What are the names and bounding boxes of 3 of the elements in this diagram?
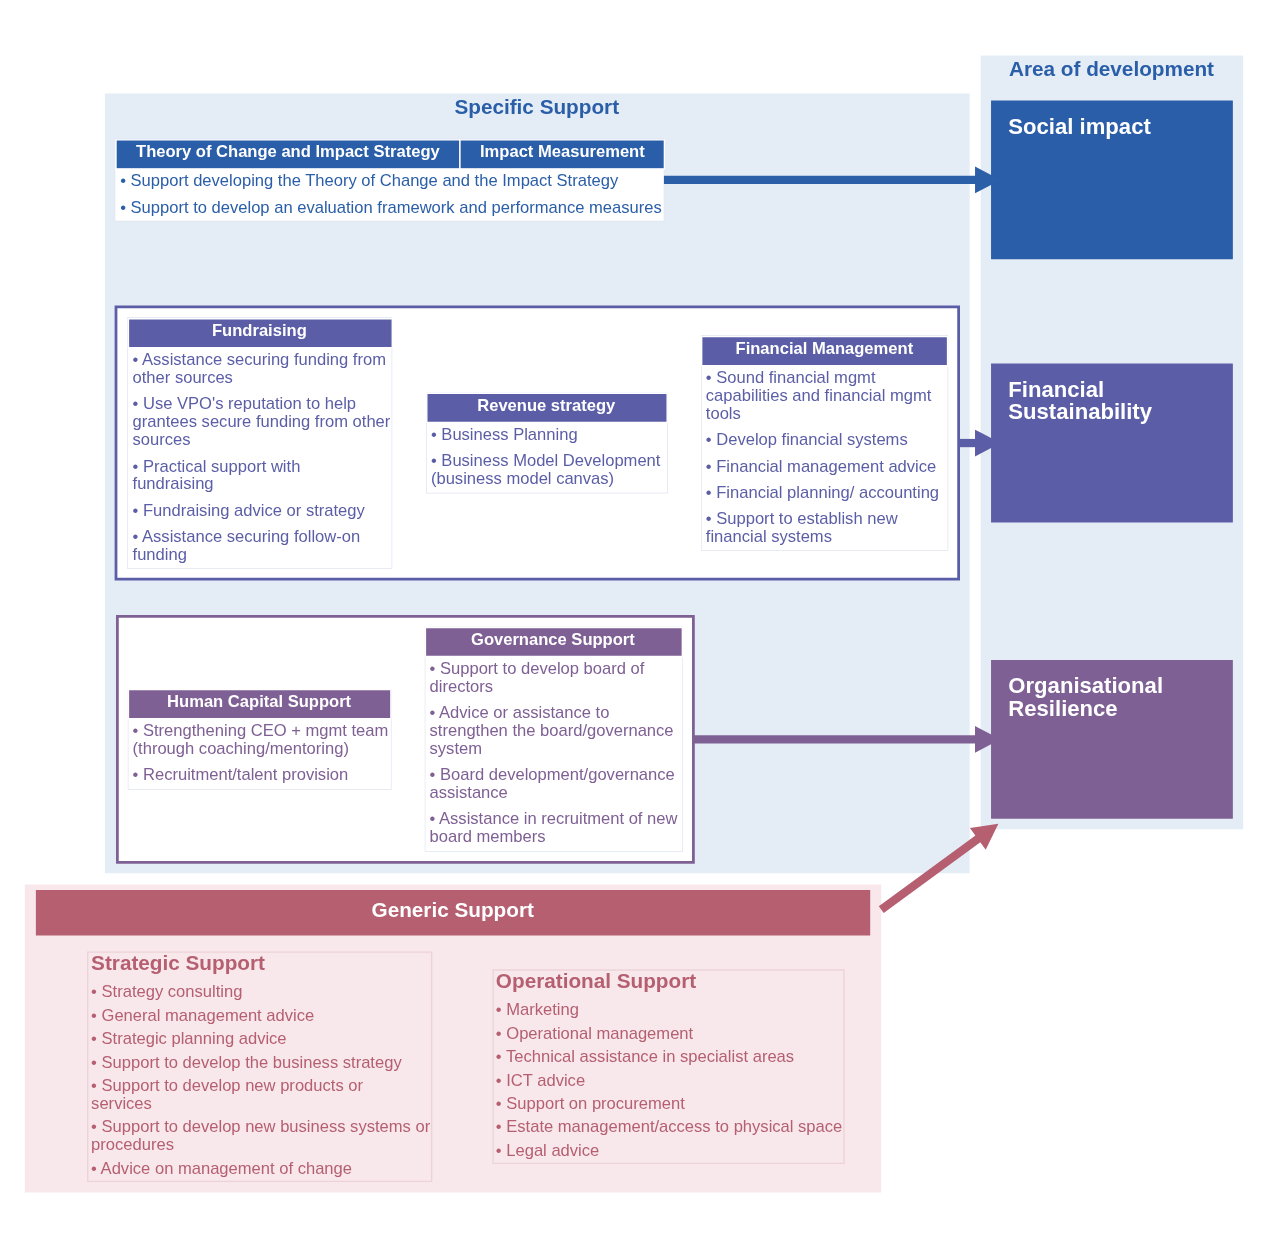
arrow (878, 823, 999, 913)
cluster (116, 614, 695, 864)
cluster (114, 305, 960, 580)
